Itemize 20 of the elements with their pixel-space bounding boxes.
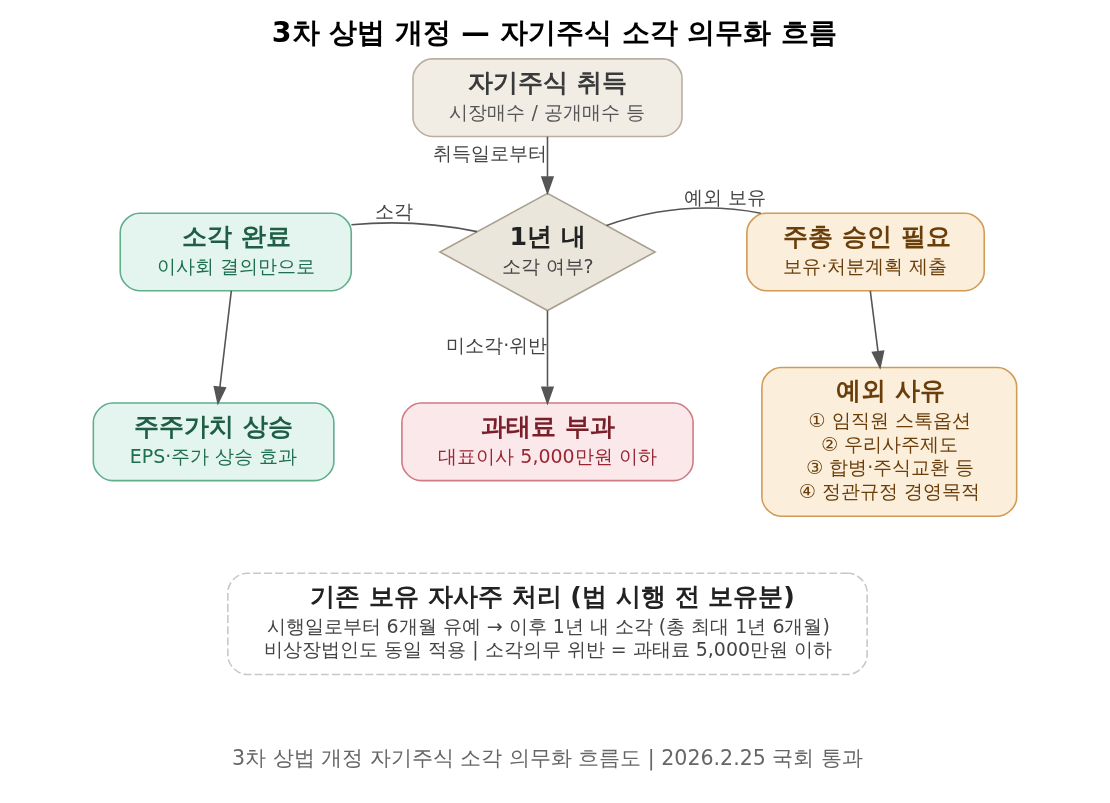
node-diamond: 1년 내 소각 여부? [438,192,657,312]
arrow [213,290,233,406]
node-box: 과태료 부과 대표이사 5,000만원 이하 [401,402,694,482]
arrow [540,309,555,406]
connector [350,222,478,233]
node-box: 자기주식 취득 시장매수 / 공개매수 등 [412,58,683,138]
arrow [869,290,885,370]
edge-label: 취득일로부터 [432,141,547,164]
node-box: 기존 보유 자사주 처리 (법 시행 전 보유분) 시행일로부터 6개월 유예 → 이후 1년 내 소각 (총 최대 1년 6개월) 비상장법인도 동일 적용 | 소각의무 위반 = 과태료 5,000만원 이하 [227,572,868,676]
node-box: 주주가치 상승 EPS·주가 상승 효과 [92,402,335,482]
arrow [540,135,555,196]
edge-label: 소각 [375,200,414,223]
edge-label: 미소각·위반 [446,333,548,356]
caption: 3차 상법 개정 자기주식 소각 의무화 흐름도 | 2026.2.25 국회 통과 [231,746,863,771]
node-box: 주총 승인 필요 보유·처분계획 제출 [746,212,985,292]
diagram-title: 3차 상법 개정 — 자기주식 소각 의무화 흐름 [271,16,838,50]
node-box: 예외 사유 ① 임직원 스톡옵션 ② 우리사주제도 ③ 합병·주식교환 등 ④ 정관규정 경영목적 [761,366,1018,517]
connector [605,207,762,227]
edge-label: 예외 보유 [683,185,766,208]
node-box: 소각 완료 이사회 결의만으로 [119,212,353,292]
